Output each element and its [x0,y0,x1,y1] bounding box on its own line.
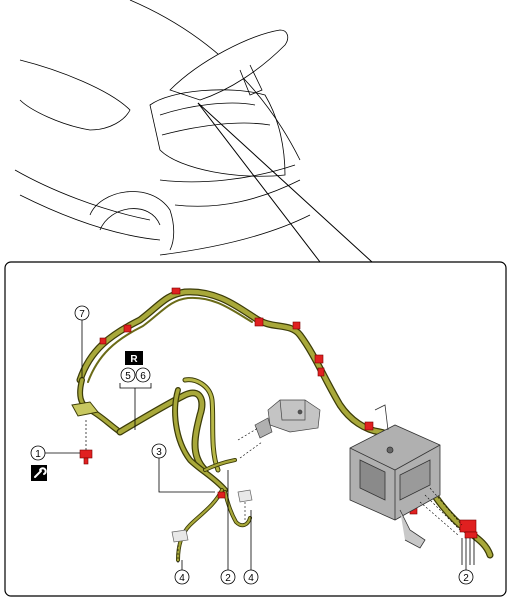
svg-text:4: 4 [248,573,254,584]
svg-text:2: 2 [225,573,231,584]
svg-text:5: 5 [125,371,131,382]
clip [292,321,301,330]
callout-2-middle: 2 [220,569,236,585]
clip [364,421,374,431]
callout-6: 6 [135,367,151,383]
clip [314,354,324,364]
svg-text:7: 7 [79,309,85,320]
callout-1: 1 [30,445,46,461]
sensor-unit [254,399,321,439]
harness-bracket [71,401,99,417]
zoom-leader-lines [197,102,373,263]
clip [317,367,325,377]
wrench-icon [31,465,47,481]
removal-badge: R [125,351,143,365]
clip [217,491,226,499]
connector-2-right [459,519,477,533]
vehicle-sketch [14,0,311,256]
clip [254,317,264,327]
connector-pieces [171,489,253,543]
callout-2-right: 2 [458,569,474,585]
wiring-harness [76,288,494,562]
clip [99,337,107,345]
callout-4-left: 4 [174,569,190,585]
callout-3: 3 [151,443,167,459]
pin-dashes [177,427,463,565]
svg-text:1: 1 [35,449,41,460]
svg-text:4: 4 [179,573,185,584]
clip [171,287,181,295]
connector-2-right-b [464,531,478,539]
callout-7: 7 [74,305,90,321]
svg-text:R: R [130,354,138,365]
svg-text:3: 3 [156,447,162,458]
control-module [349,404,441,549]
callout-4-right: 4 [243,569,259,585]
connector-pins [461,538,475,565]
callout-leaders [45,320,467,570]
clip [123,324,132,333]
svg-text:2: 2 [463,573,469,584]
callout-5: 5 [120,367,136,383]
bolt-part [79,420,93,465]
svg-text:6: 6 [140,371,146,382]
